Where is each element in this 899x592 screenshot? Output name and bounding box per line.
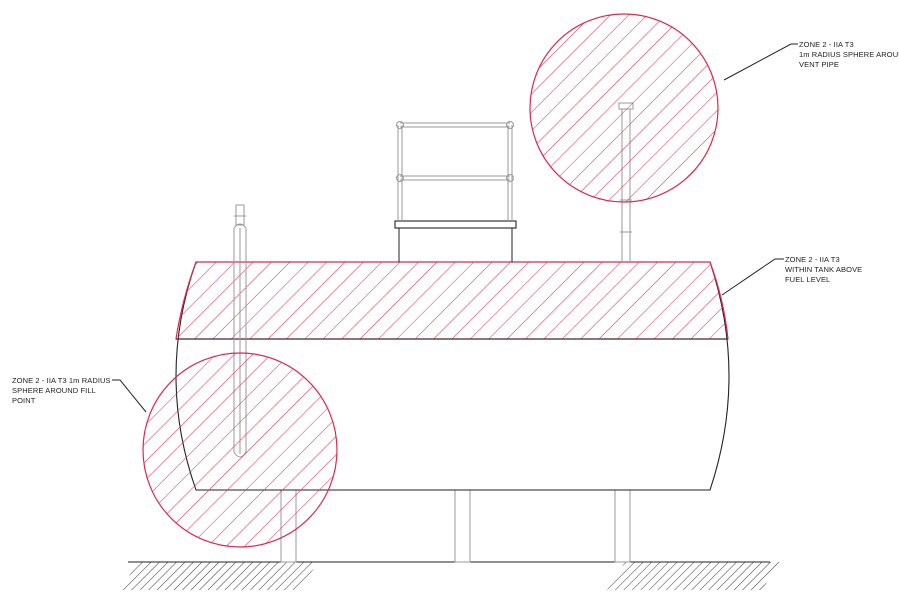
tank-label-line-1: ZONE 2 - IIA T3 <box>785 255 840 264</box>
ground-hatch-right <box>607 562 780 590</box>
fill-label-line-1: ZONE 2 - IIA T3 1m RADIUS <box>12 376 111 385</box>
fill-zone-circle <box>143 353 337 547</box>
fill-label-line-2: SPHERE AROUND FILL <box>12 386 96 395</box>
vent-label-line-1: ZONE 2 - IIA T3 <box>799 40 854 49</box>
access-platform <box>394 121 517 262</box>
fill-zone-outline <box>142 352 338 548</box>
vent-zone-circle <box>530 14 718 202</box>
fill-zone-leader <box>112 379 147 413</box>
tank-label-line-2: WITHIN TANK ABOVE <box>785 265 862 274</box>
tank-label-line-3: FUEL LEVEL <box>785 275 830 284</box>
tank-zone <box>176 262 729 339</box>
vent-label-line-3: VENT PIPE <box>799 60 839 69</box>
vent-zone-outline <box>529 13 719 203</box>
fill-label-line-3: POINT <box>12 396 36 405</box>
tank-zone-leader <box>721 258 784 296</box>
fill-zone-label: ZONE 2 - IIA T3 1m RADIUS SPHERE AROUND … <box>12 376 111 405</box>
vent-label-line-2: 1m RADIUS SPHERE AROUND <box>799 50 899 59</box>
vent-zone-leader <box>723 43 798 81</box>
tank-zone-label: ZONE 2 - IIA T3 WITHIN TANK ABOVE FUEL L… <box>785 255 862 284</box>
ground-hatch-left <box>120 562 318 590</box>
platform-deck <box>394 220 517 229</box>
vent-zone-label: ZONE 2 - IIA T3 1m RADIUS SPHERE AROUND … <box>799 40 899 69</box>
